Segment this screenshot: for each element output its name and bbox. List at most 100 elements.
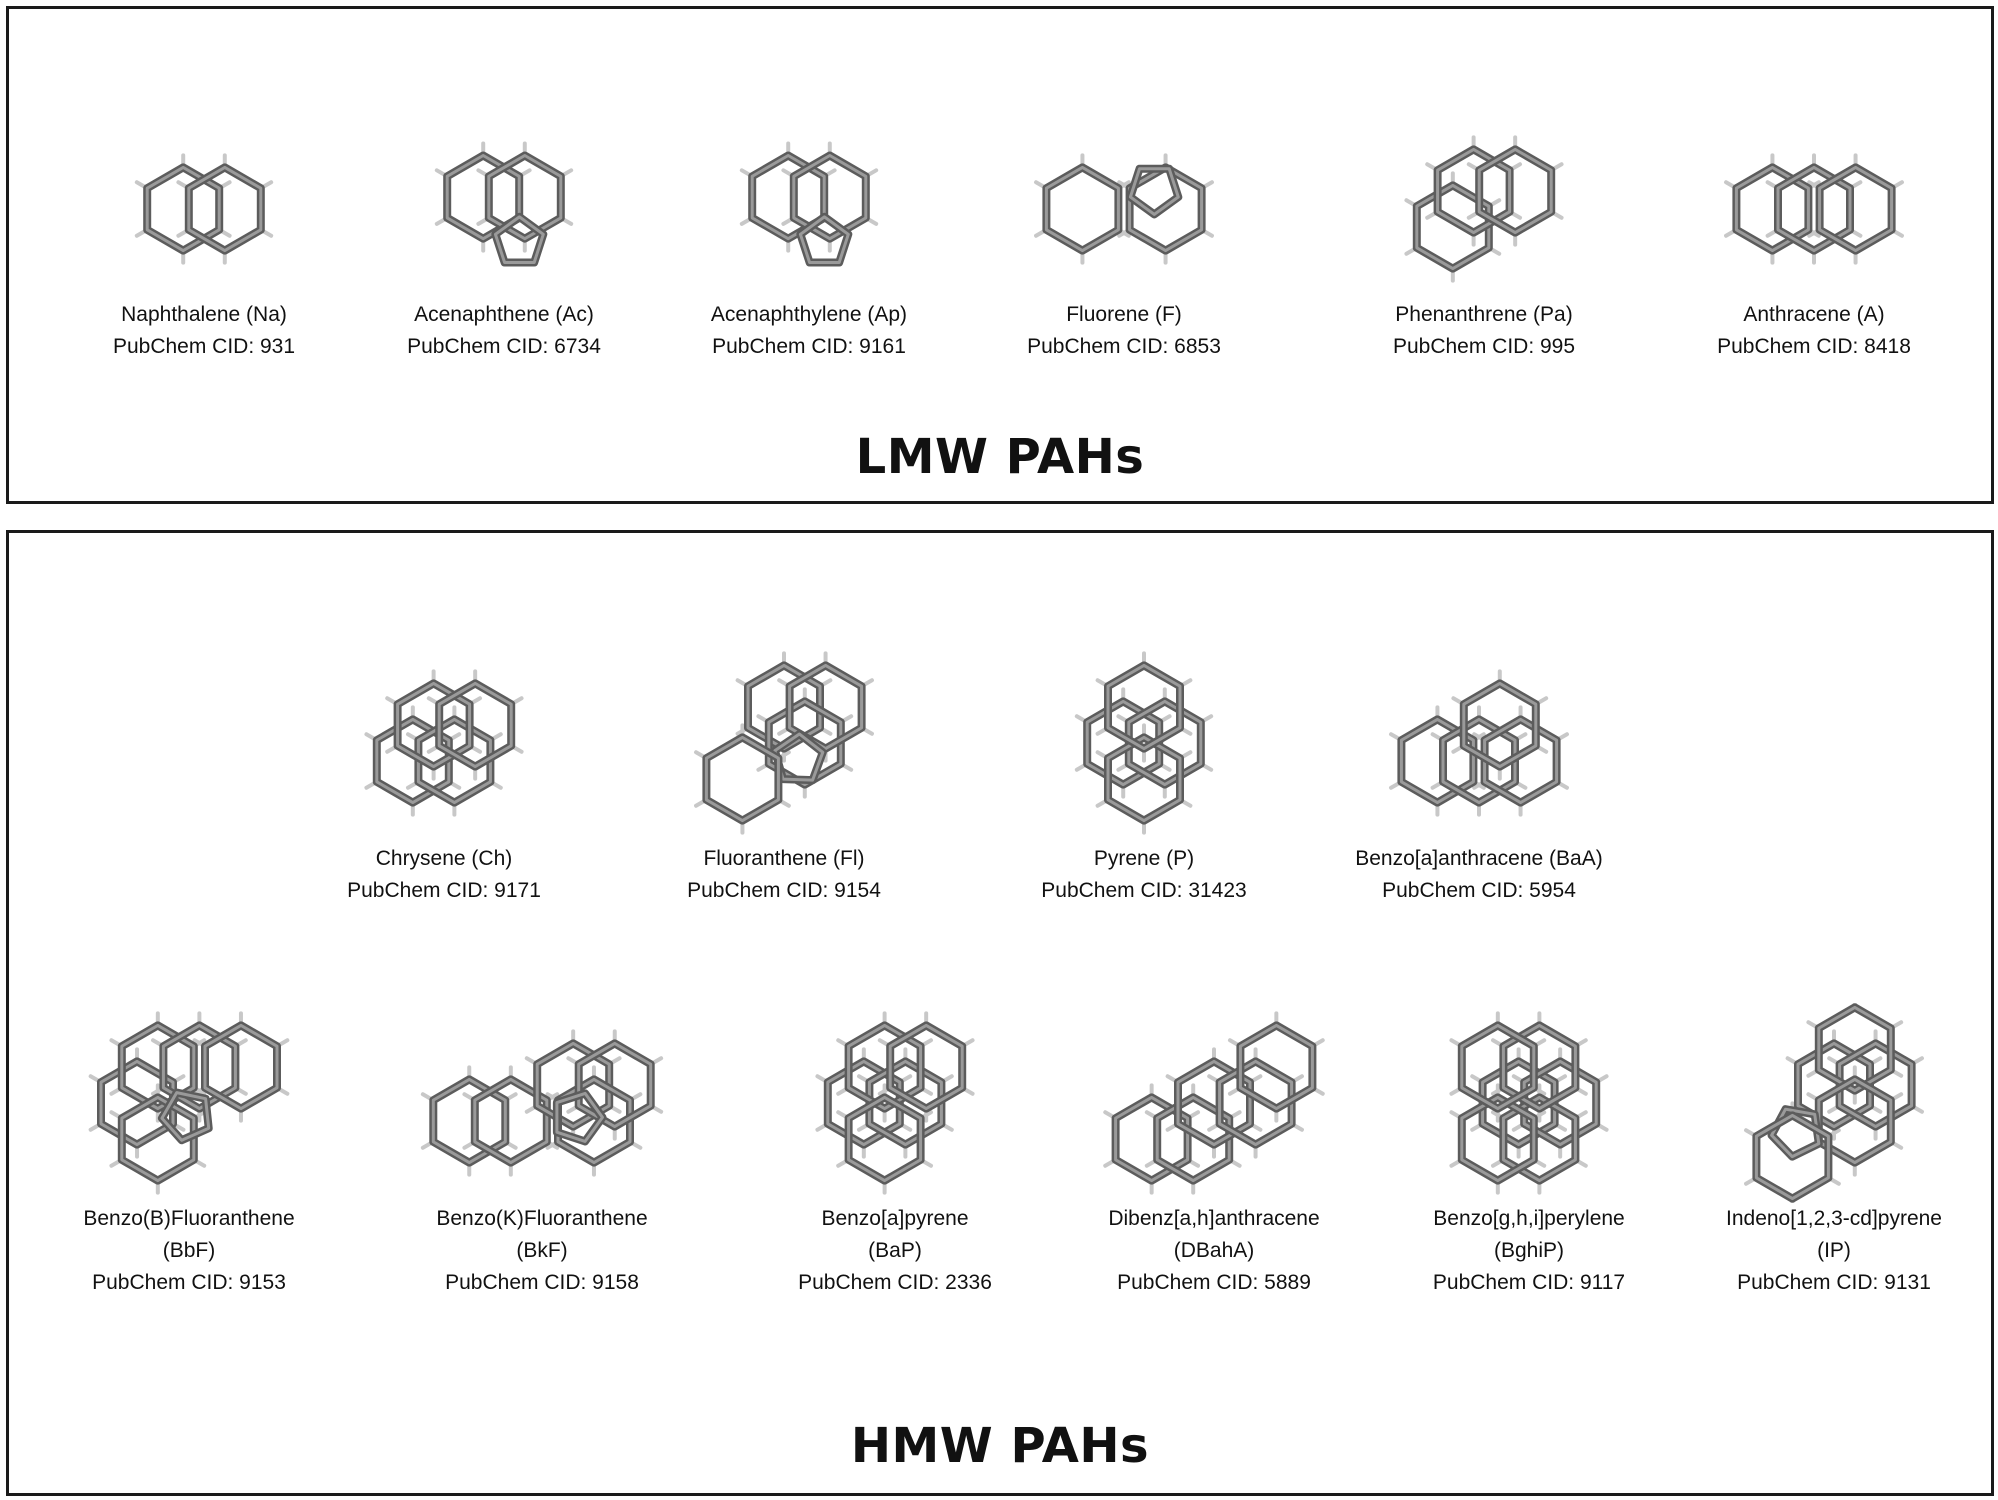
anthracene-structure — [1724, 153, 1904, 265]
carbon-ring-highlight — [1501, 1023, 1577, 1111]
compound-caption: Dibenz[a,h]anthracene (DBahA) PubChem CI… — [1064, 1203, 1364, 1299]
compound-cid: PubChem CID: 9171 — [347, 879, 541, 902]
carbon-ring-highlight — [1176, 1059, 1252, 1147]
carbon-ring-highlight — [431, 1077, 507, 1165]
carbon-ring-highlight — [160, 1091, 211, 1142]
molecule-rings — [134, 153, 274, 265]
molecule-rings — [1744, 1003, 1924, 1203]
carbon-ring-highlight — [1460, 1023, 1536, 1111]
compound-abbr: (BkF) — [516, 1239, 568, 1262]
compound-cid: PubChem CID: 2336 — [798, 1271, 992, 1294]
benzo-b-fluoranthene-structure — [88, 1011, 290, 1195]
carbon-ring-highlight — [1522, 1059, 1598, 1147]
molecule-rings — [364, 669, 524, 817]
compound-caption: Indeno[1,2,3-cd]pyrene (IP) PubChem CID:… — [1684, 1203, 1984, 1299]
carbon-ring — [484, 151, 565, 243]
compound-abbr: (BbF) — [162, 1239, 216, 1262]
carbon-ring-highlight — [1754, 1113, 1830, 1201]
carbon-ring-highlight — [798, 215, 850, 264]
compound-cid: PubChem CID: 9158 — [445, 1271, 639, 1294]
molecule-rings — [1449, 1011, 1609, 1195]
carbon-ring — [1475, 145, 1556, 237]
carbon-ring-highlight — [161, 1023, 237, 1111]
compound-abbr: (DBahA) — [1173, 1239, 1255, 1262]
carbon-ring-highlight — [1399, 717, 1475, 805]
compound-card-benzo-a-anthracene: Benzo[a]anthracene (BaA) PubChem CID: 59… — [1329, 643, 1629, 907]
compound-card-benzo-k-fluoranthene: Benzo(K)Fluoranthene (BkF) PubChem CID: … — [392, 1003, 692, 1299]
compound-caption: Chrysene (Ch) PubChem CID: 9171 — [294, 843, 594, 907]
compound-card-anthracene: Anthracene (A) PubChem CID: 8418 — [1664, 119, 1964, 363]
carbon-ring-highlight — [750, 154, 826, 241]
lmw-panel: Naphthalene (Na) PubChem CID: 931 Acenap… — [6, 6, 1994, 504]
compound-cid: PubChem CID: 6734 — [407, 335, 601, 358]
compound-card-chrysene: Chrysene (Ch) PubChem CID: 9171 — [294, 643, 594, 907]
fluorene-structure — [1034, 153, 1214, 265]
compound-name: Benzo[a]pyrene — [821, 1207, 969, 1230]
molecule-rings — [815, 1011, 975, 1195]
carbon-ring-highlight — [1460, 1095, 1536, 1183]
compound-name: Benzo[a]anthracene (BaA) — [1355, 847, 1603, 870]
carbon-ring-highlight — [493, 215, 545, 264]
carbon-ring-highlight — [1462, 681, 1538, 769]
compound-caption: Benzo(K)Fluoranthene (BkF) PubChem CID: … — [392, 1203, 692, 1299]
carbon-ring-highlight — [445, 154, 521, 241]
compound-caption: Acenaphthene (Ac) PubChem CID: 6734 — [354, 299, 654, 363]
carbon-ring-highlight — [1477, 147, 1553, 235]
molecule-rings — [420, 1029, 664, 1177]
phenanthrene-structure — [1404, 135, 1564, 283]
compound-name: Benzo(K)Fluoranthene — [436, 1207, 648, 1230]
compound-name: Fluoranthene (Fl) — [703, 847, 865, 870]
compound-card-fluoranthene: Fluoranthene (Fl) PubChem CID: 9154 — [634, 643, 934, 907]
compound-cid: PubChem CID: 9154 — [687, 879, 881, 902]
compound-cid: PubChem CID: 5954 — [1382, 879, 1576, 902]
compound-card-phenanthrene: Phenanthrene (Pa) PubChem CID: 995 — [1334, 119, 1634, 363]
carbon-ring-highlight — [555, 1091, 604, 1143]
molecule-rings — [1074, 651, 1214, 835]
carbon-ring-highlight — [1441, 717, 1517, 805]
carbon-ring-highlight — [1770, 1107, 1821, 1159]
molecule-rings — [1103, 1011, 1325, 1195]
compound-card-fluorene: Fluorene (F) PubChem CID: 6853 — [974, 119, 1274, 363]
compound-name: Dibenz[a,h]anthracene — [1108, 1207, 1320, 1230]
carbon-ring — [702, 733, 783, 825]
carbon-ring-highlight — [792, 154, 868, 241]
molecule-rings — [1404, 135, 1564, 283]
carbon-ring-highlight — [1127, 699, 1203, 787]
carbon-ring — [184, 163, 265, 255]
carbon-ring-highlight — [1483, 717, 1559, 805]
benzo-ghi-perylene-structure — [1449, 1011, 1609, 1195]
carbon-ring-highlight — [1218, 1059, 1294, 1147]
pyrene-structure — [1074, 651, 1214, 835]
molecule-rings — [1034, 153, 1214, 265]
carbon-ring — [1815, 163, 1896, 255]
carbon-ring-highlight — [577, 1041, 653, 1129]
compound-card-naphthalene: Naphthalene (Na) PubChem CID: 931 — [54, 119, 354, 363]
compound-name: Pyrene (P) — [1093, 847, 1195, 870]
compound-caption: Fluoranthene (Fl) PubChem CID: 9154 — [634, 843, 934, 907]
compound-card-pyrene: Pyrene (P) PubChem CID: 31423 — [994, 643, 1294, 907]
compound-card-acenaphthylene: Acenaphthylene (Ap) PubChem CID: 9161 — [659, 119, 959, 363]
molecule-rings — [739, 141, 879, 267]
carbon-ring-highlight — [826, 1059, 902, 1147]
carbon-ring-highlight — [187, 165, 263, 253]
carbon-ring-highlight — [396, 681, 472, 769]
compound-name: Anthracene (A) — [1743, 303, 1885, 326]
carbon-ring-highlight — [704, 735, 780, 823]
carbon-ring-highlight — [99, 1059, 175, 1147]
carbon-ring-highlight — [1044, 165, 1120, 253]
compound-card-benzo-a-pyrene: Benzo[a]pyrene (BaP) PubChem CID: 2336 — [745, 1003, 1045, 1299]
carbon-ring-highlight — [767, 699, 843, 787]
carbon-ring — [789, 151, 870, 243]
compound-caption: Benzo[a]pyrene (BaP) PubChem CID: 2336 — [745, 1203, 1045, 1299]
carbon-ring-highlight — [1481, 1059, 1557, 1147]
compound-card-benzo-b-fluoranthene: Benzo(B)Fluoranthene (BbF) PubChem CID: … — [39, 1003, 339, 1299]
carbon-ring-highlight — [473, 1077, 549, 1165]
carbon-ring-highlight — [847, 1023, 923, 1111]
compound-cid: PubChem CID: 931 — [112, 335, 296, 358]
molecule-rings — [434, 141, 574, 267]
compound-caption: Phenanthrene (Pa) PubChem CID: 995 — [1334, 299, 1634, 363]
carbon-ring-highlight — [1085, 699, 1161, 787]
benzo-k-fluoranthene-structure — [420, 1029, 664, 1177]
compound-cid: PubChem CID: 6853 — [1027, 335, 1221, 358]
carbon-ring-highlight — [203, 1023, 279, 1111]
